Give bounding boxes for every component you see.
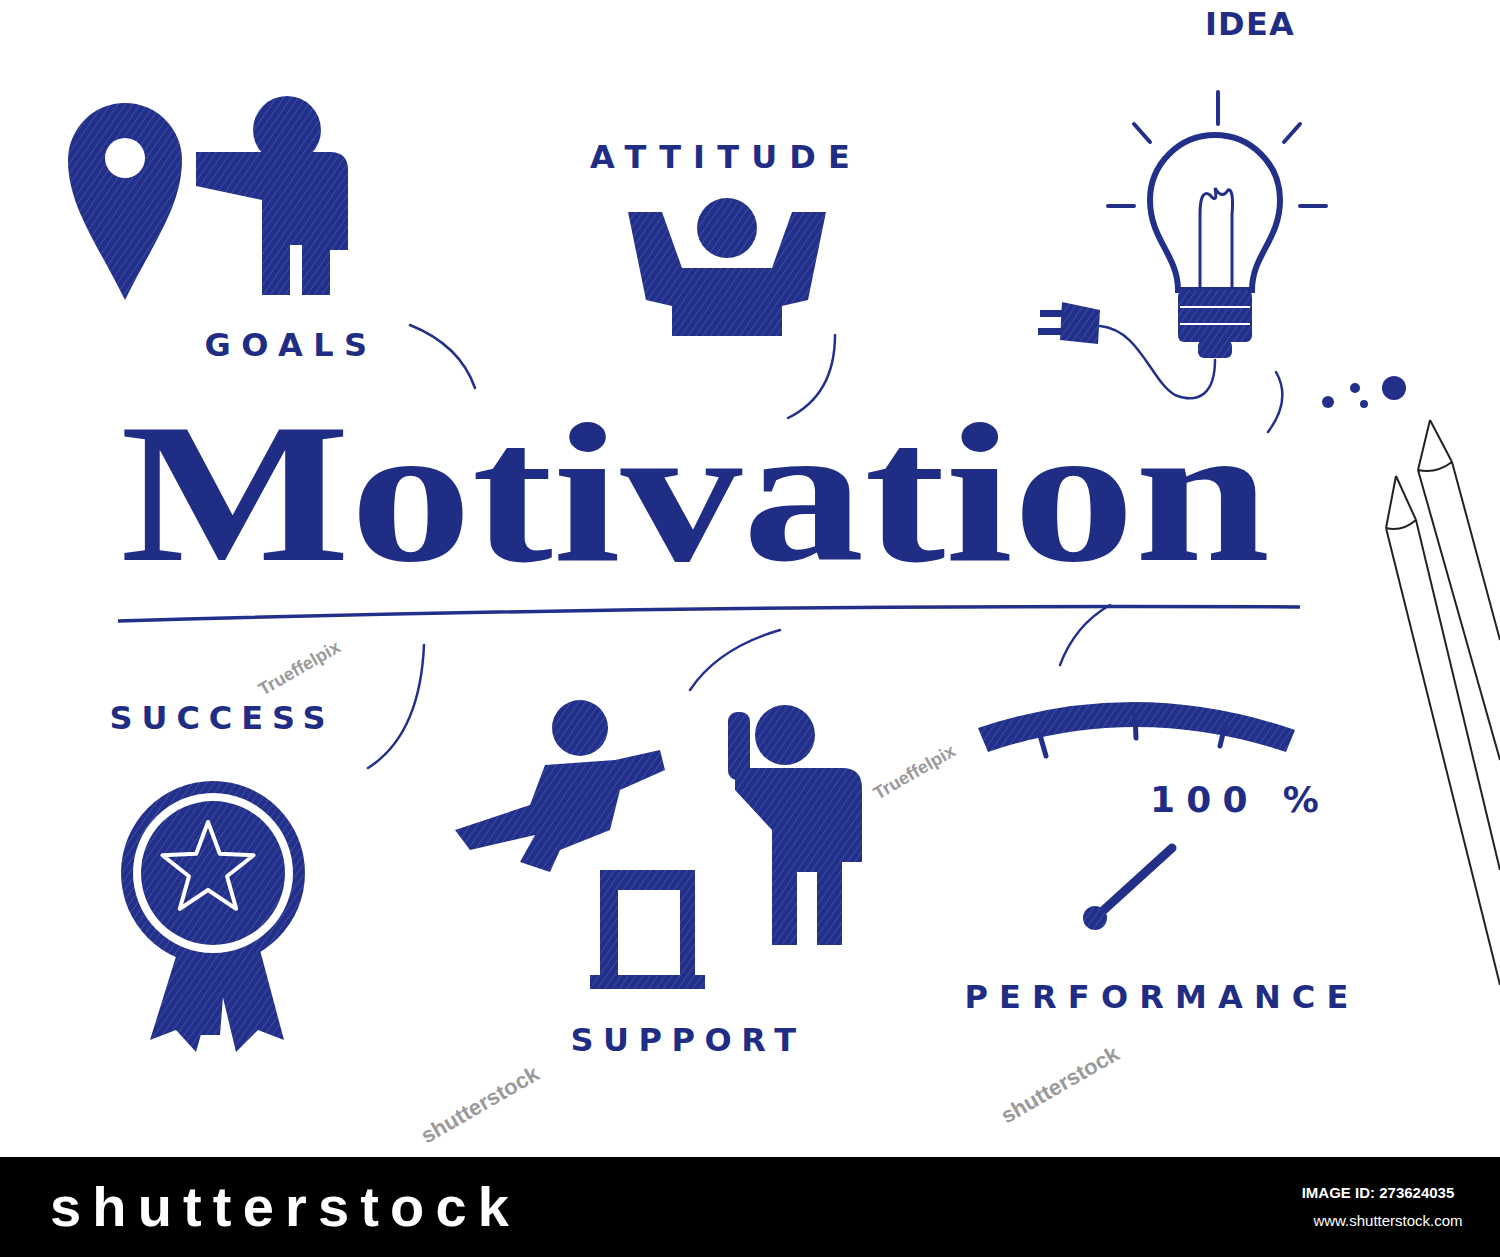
attitude-icon <box>628 198 826 336</box>
footer-url: www.shutterstock.com <box>1313 1212 1462 1229</box>
concept-label: SUPPORT <box>570 1022 805 1059</box>
footer-bar <box>0 1157 1500 1257</box>
concept-label: ATTITUDE <box>590 139 862 176</box>
success-medal <box>121 781 305 1052</box>
bulb-base <box>1038 290 1252 358</box>
concept-label: GOALS <box>204 327 377 364</box>
gauge-value: 100 % <box>1150 779 1330 820</box>
image-id: IMAGE ID: 273624035 <box>1302 1184 1455 1201</box>
concept-label: IDEA <box>1205 6 1295 43</box>
goals-icon <box>68 96 348 300</box>
concept-label: PERFORMANCE <box>964 979 1359 1016</box>
watermark: Trueffelpix <box>870 740 959 803</box>
concept-label: SUCCESS <box>109 700 334 737</box>
title: Motivation <box>120 393 1270 593</box>
watermark: shutterstock <box>996 1041 1123 1129</box>
watermark: Trueffelpix <box>255 636 344 699</box>
support-icon <box>455 700 862 989</box>
pens <box>1386 420 1500 985</box>
title-underline <box>118 607 1300 621</box>
idea-icon <box>1100 92 1326 398</box>
footer-logo: shutterstock <box>50 1175 520 1239</box>
ink-dots <box>1322 376 1406 408</box>
watermark: shutterstock <box>416 1061 543 1149</box>
